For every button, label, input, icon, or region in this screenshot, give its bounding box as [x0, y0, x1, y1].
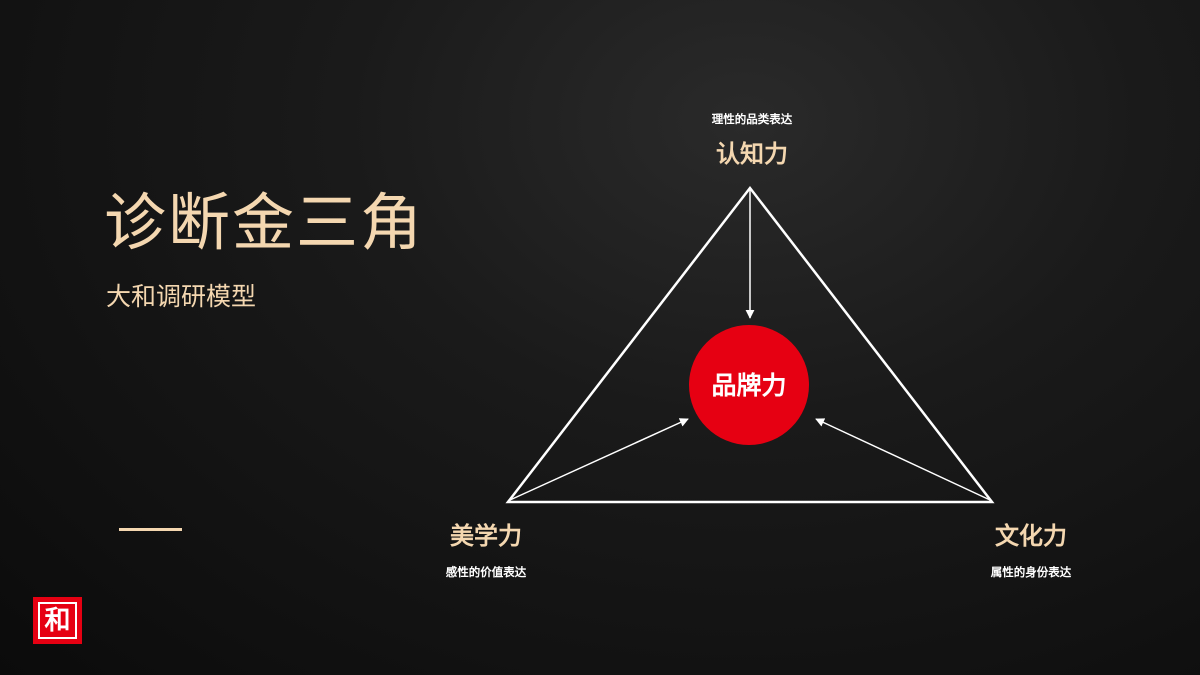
- right-node-label: 文化力: [995, 522, 1067, 550]
- center-label: 品牌力: [711, 371, 786, 400]
- brand-logo: 和: [33, 597, 82, 644]
- triangle-outline: [505, 185, 995, 504]
- top-node-label: 认知力: [716, 140, 788, 168]
- arrow-right-to-center: [815, 418, 991, 501]
- arrow-left-to-center: [509, 418, 689, 501]
- brand-logo-mark: 和: [38, 602, 77, 639]
- decorative-dash: [119, 528, 182, 531]
- right-node-sublabel: 属性的身份表达: [991, 565, 1072, 579]
- slide-title: 诊断金三角: [104, 186, 425, 259]
- slide-subtitle: 大和调研模型: [106, 282, 257, 311]
- center-circle: [689, 325, 809, 445]
- left-node-label: 美学力: [450, 522, 522, 550]
- top-node-sublabel: 理性的品类表达: [712, 112, 793, 126]
- left-node-sublabel: 感性的价值表达: [446, 565, 527, 579]
